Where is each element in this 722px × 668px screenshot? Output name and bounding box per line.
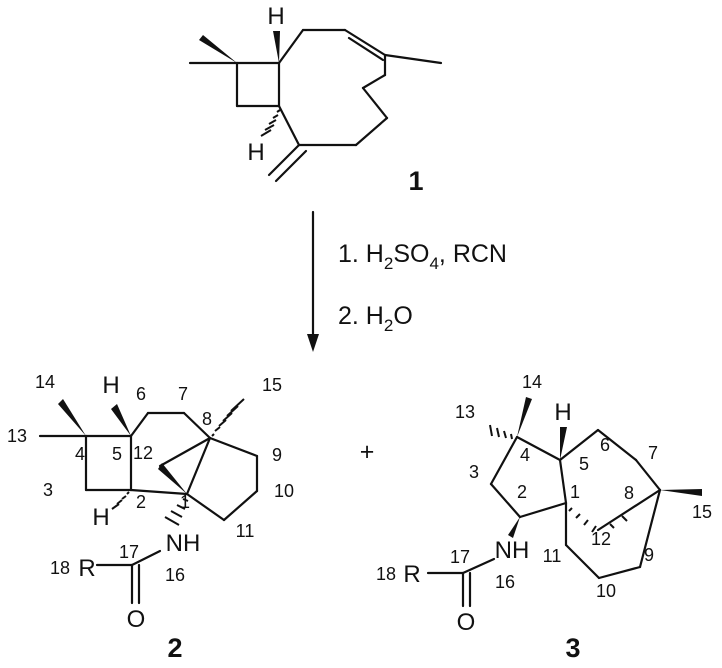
compound-3-hash-c12-c8 [609, 515, 628, 529]
compound-3-num-13: 13 [455, 402, 475, 422]
compound-3-num-9: 9 [644, 545, 654, 565]
reaction-arrow [307, 210, 319, 352]
compound-2-atom-nh: NH [166, 530, 201, 557]
compound-2-num-17: 17 [119, 542, 139, 562]
compound-2-hash-nh [164, 498, 189, 526]
compound-3-num-5: 5 [579, 454, 589, 474]
compound-2-atom-h2: H [92, 504, 109, 531]
compound-2-num-10: 10 [274, 481, 294, 501]
compound-2-atom-h5: H [102, 372, 119, 399]
compound-3-num-4: 4 [520, 445, 530, 465]
compound-3-hash-me13 [489, 424, 513, 440]
compound-2-num-8: 8 [202, 409, 212, 429]
compound-2-hash-me15 [211, 398, 245, 437]
compound-3-num-18: 18 [376, 564, 396, 584]
compound-3-num-17: 17 [450, 547, 470, 567]
compound-1-label: 1 [408, 166, 423, 196]
compound-3-atom-h5: H [554, 399, 571, 426]
compound-3-num-6: 6 [600, 435, 610, 455]
compound-1-h-top: H [267, 3, 284, 30]
compound-2-num-14: 14 [35, 372, 55, 392]
compound-3-num-7: 7 [648, 443, 658, 463]
compound-3-structure: H NH R O 1 2 3 4 5 6 7 8 9 10 11 12 13 1… [376, 372, 712, 636]
hash-bond-h-bottom [260, 109, 281, 137]
compound-2-num-9: 9 [272, 445, 282, 465]
compound-1-h-bottom: H [247, 139, 264, 166]
compound-3-num-14: 14 [522, 372, 542, 392]
compound-2-num-4: 4 [75, 444, 85, 464]
compound-2-atom-r: R [78, 555, 95, 582]
compound-2-num-13: 13 [7, 426, 27, 446]
compound-3-num-1: 1 [570, 482, 580, 502]
compound-2-atom-o: O [127, 606, 146, 633]
compound-2-num-18: 18 [50, 558, 70, 578]
compound-2-num-11: 11 [236, 521, 255, 541]
compound-2-num-7: 7 [178, 384, 188, 404]
compound-3-num-12: 12 [591, 529, 611, 549]
compound-3-hash-c12 [568, 507, 597, 533]
reaction-condition-step-2: 2. H2O [338, 302, 413, 335]
compound-2-hash-h2 [111, 491, 130, 510]
compound-1-structure: H H [188, 3, 443, 183]
compound-2-num-15: 15 [262, 375, 282, 395]
compound-2-label: 2 [167, 633, 182, 663]
compound-3-num-15: 15 [692, 502, 712, 522]
compound-3-num-10: 10 [596, 581, 616, 601]
compound-3-num-8: 8 [624, 483, 634, 503]
compound-2-num-1: 1 [180, 492, 190, 512]
compound-3-atom-o: O [457, 609, 476, 636]
compound-3-num-3: 3 [469, 462, 479, 482]
compound-3-num-2: 2 [517, 482, 527, 502]
compound-3-num-11: 11 [543, 546, 562, 566]
compound-2-structure: H H NH R O 1 2 3 4 5 6 7 8 9 10 11 12 13… [7, 372, 294, 633]
compound-2-num-5: 5 [112, 444, 122, 464]
compound-3-label: 3 [565, 633, 580, 663]
reaction-condition-step-1: 1. H2SO4, RCN [338, 240, 507, 273]
compound-2-num-16: 16 [165, 565, 185, 585]
plus-sign: + [360, 438, 375, 466]
compound-3-atom-r: R [403, 561, 420, 588]
compound-3-atom-nh: NH [495, 537, 530, 564]
compound-2-num-12: 12 [133, 443, 153, 463]
compound-3-num-16: 16 [495, 572, 515, 592]
compound-2-num-6: 6 [136, 384, 146, 404]
compound-2-num-2: 2 [136, 492, 146, 512]
compound-2-num-3: 3 [43, 480, 53, 500]
